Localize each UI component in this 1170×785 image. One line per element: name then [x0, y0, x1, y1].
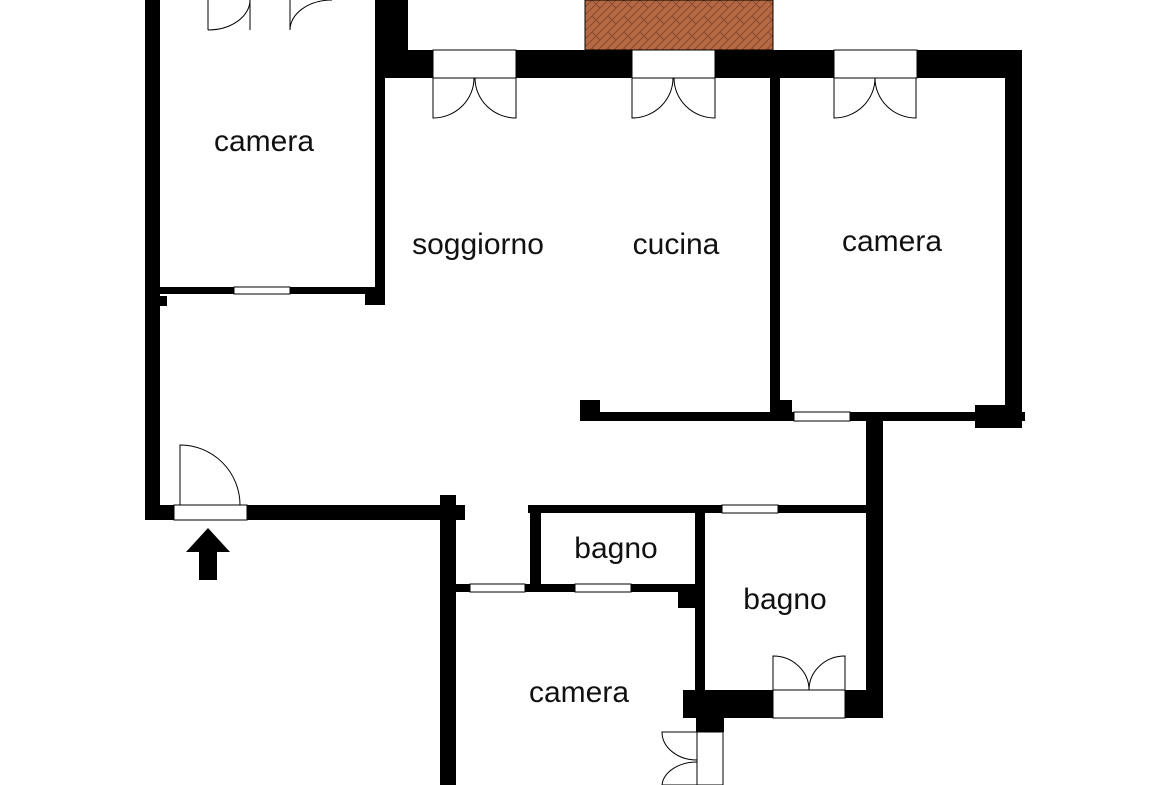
door-swing — [249, 0, 333, 31]
door-swing — [432, 77, 475, 119]
wall — [365, 287, 385, 305]
door-swing — [673, 77, 716, 119]
entrance-arrow-icon — [186, 528, 230, 580]
window — [469, 583, 526, 593]
window — [721, 504, 779, 514]
window — [233, 286, 291, 295]
wall — [145, 296, 167, 306]
wall — [696, 718, 724, 732]
wall — [580, 400, 600, 421]
wall — [440, 495, 456, 785]
wall — [145, 0, 160, 292]
entrance-door-swing — [179, 444, 241, 506]
window — [696, 731, 724, 785]
wall — [528, 505, 883, 513]
wall — [1005, 50, 1022, 428]
door-swing — [474, 77, 517, 119]
wall — [770, 400, 792, 421]
terrace-floor — [584, 0, 774, 51]
door-swing — [808, 655, 846, 691]
wall — [678, 584, 705, 608]
room-label-camera-right: camera — [842, 225, 942, 258]
room-label-camera-bottom: camera — [529, 676, 629, 709]
doors — [179, 0, 917, 785]
window — [173, 504, 248, 521]
wall — [380, 0, 408, 50]
window — [793, 411, 851, 422]
room-label-bagno-large: bagno — [743, 583, 826, 616]
windows — [173, 49, 918, 785]
door-swing — [772, 655, 810, 691]
room-label-soggiorno: soggiorno — [412, 228, 544, 261]
room-label-camera-top-left: camera — [214, 125, 314, 158]
door-swing — [661, 731, 698, 761]
door-swing — [833, 77, 876, 119]
wall — [770, 78, 780, 418]
window — [432, 49, 517, 79]
wall — [866, 421, 883, 718]
door-swing — [874, 77, 917, 119]
door-swing — [631, 77, 674, 119]
window — [574, 583, 632, 593]
window — [631, 49, 716, 79]
door-swing — [207, 0, 251, 31]
window — [833, 49, 918, 79]
wall — [530, 505, 541, 590]
room-label-bagno-small: bagno — [574, 532, 657, 565]
window — [772, 689, 846, 719]
wall — [145, 292, 160, 520]
walls — [145, 0, 1025, 785]
room-label-cucina: cucina — [633, 228, 720, 261]
door-swing — [661, 761, 698, 785]
wall — [375, 0, 385, 292]
